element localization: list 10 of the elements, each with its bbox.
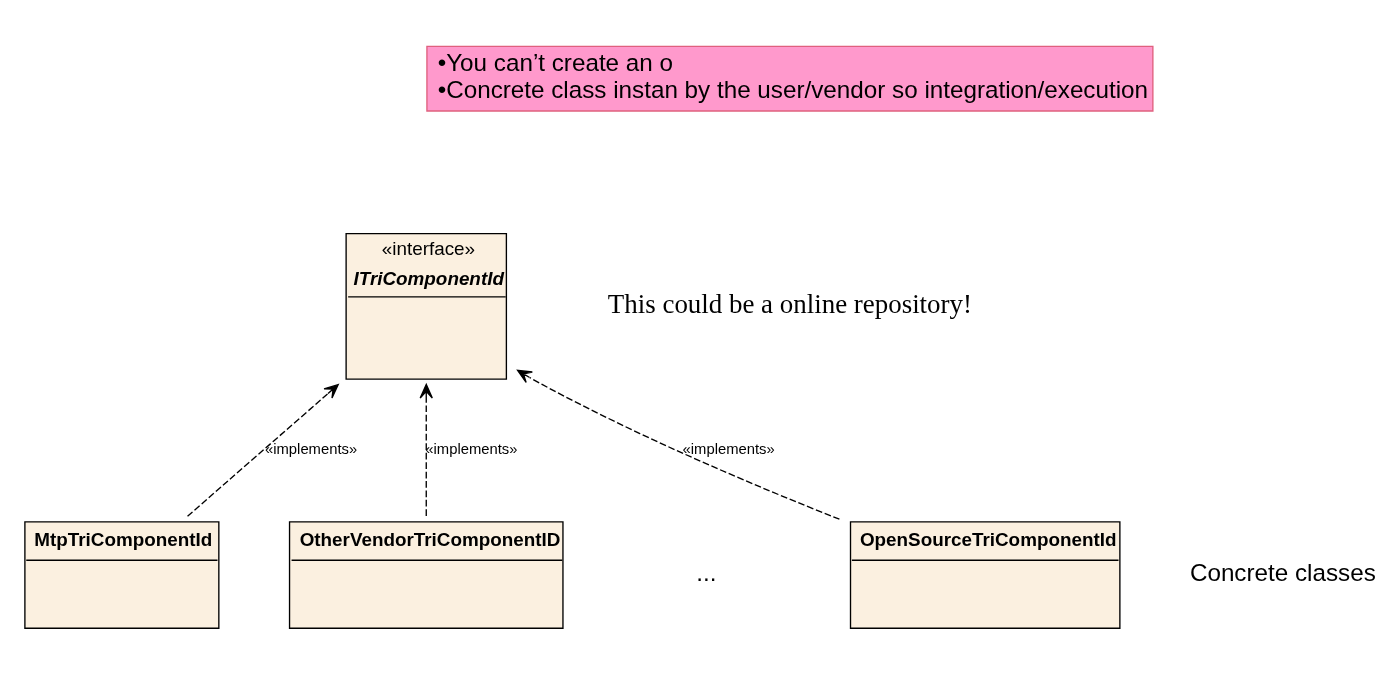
arrow xyxy=(186,383,339,517)
label: ... xyxy=(696,558,717,586)
node-box: •You can’t create an o •Concrete class instan by the user/vendor so integration/execution xyxy=(426,45,1154,112)
edge-label: «implements» xyxy=(425,441,518,458)
label: Concrete classes xyxy=(1189,558,1376,586)
label: This could be a online repository! xyxy=(607,289,972,320)
edge-label: «implements» xyxy=(265,441,358,458)
edge-label: «implements» xyxy=(682,441,775,458)
arrow xyxy=(516,369,841,520)
arrow xyxy=(419,383,433,517)
